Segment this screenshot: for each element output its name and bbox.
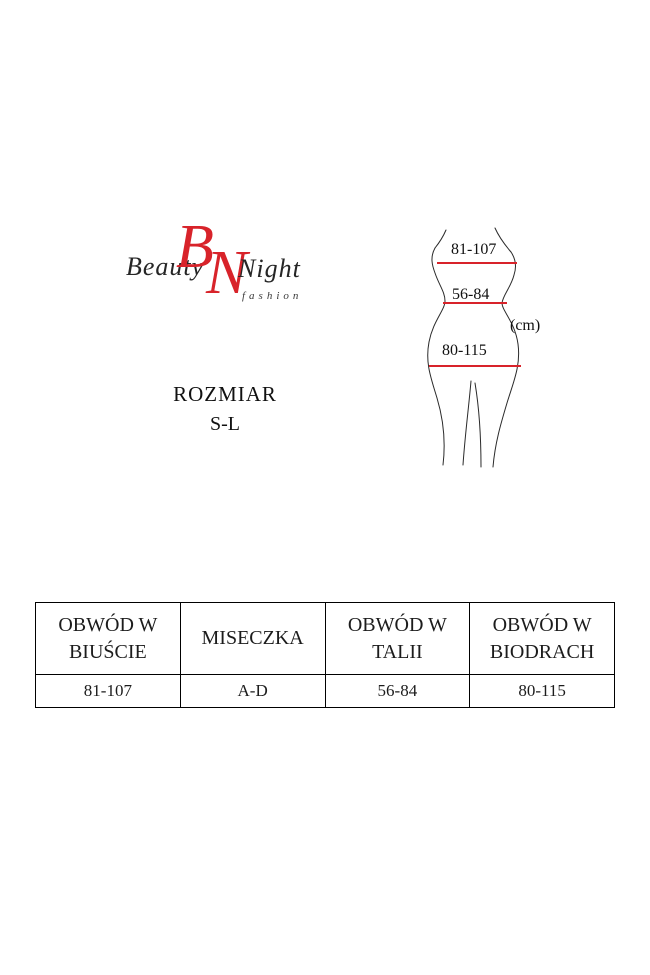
unit-label: (cm) xyxy=(510,317,541,334)
size-table-value-hips: 80-115 xyxy=(469,674,615,708)
bust-measure-label: 81-107 xyxy=(451,241,497,258)
size-table-value-cup: A-D xyxy=(179,674,326,708)
size-table-header-hips: OBWÓD W BIODRACH xyxy=(469,602,615,675)
brand-monogram-b: B xyxy=(176,213,214,281)
size-heading: ROZMIAR S-L xyxy=(125,382,325,436)
size-table-value-waist: 56-84 xyxy=(324,674,471,708)
size-heading-title: ROZMIAR xyxy=(173,382,277,406)
size-table-header-bust: OBWÓD W BIUŚCIE xyxy=(35,602,181,675)
size-table-header-cup: MISECZKA xyxy=(179,602,326,675)
waist-measure-label: 56-84 xyxy=(452,286,490,303)
body-figure-sketch-icon xyxy=(427,227,521,468)
size-table-value-bust: 81-107 xyxy=(35,674,181,708)
brand-logo: Beauty B N Night fashion xyxy=(120,216,340,315)
brand-word-beauty: Beauty xyxy=(126,252,205,281)
hip-measure-label: 80-115 xyxy=(442,342,487,359)
brand-word-night: Night xyxy=(238,254,301,283)
size-table: OBWÓD W BIUŚCIE MISECZKA OBWÓD W TALII O… xyxy=(35,602,615,708)
brand-monogram-n: N xyxy=(206,239,248,307)
body-figure: 81-107 56-84 (cm) 80-115 xyxy=(405,215,565,480)
measurement-lines xyxy=(429,262,521,367)
brand-subtitle: fashion xyxy=(242,290,303,302)
size-table-header-waist: OBWÓD W TALII xyxy=(324,602,471,675)
size-table-value-row: 81-107 A-D 56-84 80-115 xyxy=(35,674,615,708)
size-table-header-row: OBWÓD W BIUŚCIE MISECZKA OBWÓD W TALII O… xyxy=(35,602,615,675)
size-heading-value: S-L xyxy=(210,413,240,435)
